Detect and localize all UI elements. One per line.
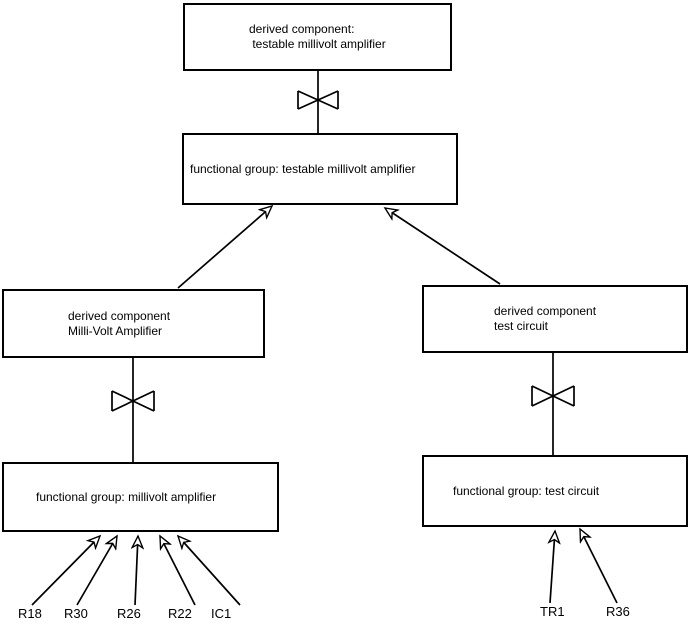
component-label-r26: R26	[117, 606, 141, 621]
component-label-tr1: TR1	[540, 604, 565, 619]
component-label-r22: R22	[168, 606, 192, 621]
node-functional-group-test-circuit: functional group: test circuit	[422, 455, 688, 527]
node-label-line: derived component	[494, 304, 597, 318]
arrow-derived-mv-to-fg-testable	[177, 206, 272, 289]
node-label-line: testable millivolt amplifier	[249, 37, 386, 51]
node-label-line: functional group: testable millivolt amp…	[190, 161, 416, 176]
node-functional-group-testable-millivolt-amplifier: functional group: testable millivolt amp…	[182, 133, 458, 205]
bowtie-icon-right	[531, 385, 575, 407]
node-label-line: derived component:	[249, 22, 355, 36]
component-label-r30: R30	[64, 606, 88, 621]
node-derived-component-test-circuit: derived component test circuit	[422, 285, 688, 353]
node-label-line: functional group: test circuit	[453, 483, 600, 498]
arrow-r22-to-fg-mv	[159, 536, 196, 606]
arrow-r18-to-fg-mv	[31, 536, 100, 606]
node-derived-component-testable-millivolt-amplifier: derived component: testable millivolt am…	[183, 3, 452, 71]
arrow-r30-to-fg-mv	[76, 536, 117, 606]
component-label-r18: R18	[18, 606, 42, 621]
node-derived-component-milli-volt-amplifier: derived component Milli-Volt Amplifier	[2, 289, 265, 358]
bowtie-icon-left	[111, 390, 155, 412]
component-label-r36: R36	[606, 604, 630, 619]
bowtie-icon-top	[297, 90, 339, 110]
node-label-line: derived component	[68, 308, 171, 323]
node-functional-group-millivolt-amplifier: functional group: millivolt amplifier	[2, 462, 279, 532]
node-label-line: Milli-Volt Amplifier	[68, 323, 163, 338]
node-label-line: functional group: millivolt amplifier	[36, 489, 217, 504]
arrow-ic1-to-fg-mv	[178, 536, 241, 606]
arrow-r26-to-fg-mv	[135, 536, 138, 606]
component-label-ic1: IC1	[211, 606, 232, 621]
node-label-line: test circuit	[494, 319, 549, 333]
arrow-derived-test-to-fg-testable	[385, 208, 501, 285]
arrow-r36-to-fg-test	[579, 529, 618, 604]
arrow-tr1-to-fg-test	[550, 531, 555, 604]
